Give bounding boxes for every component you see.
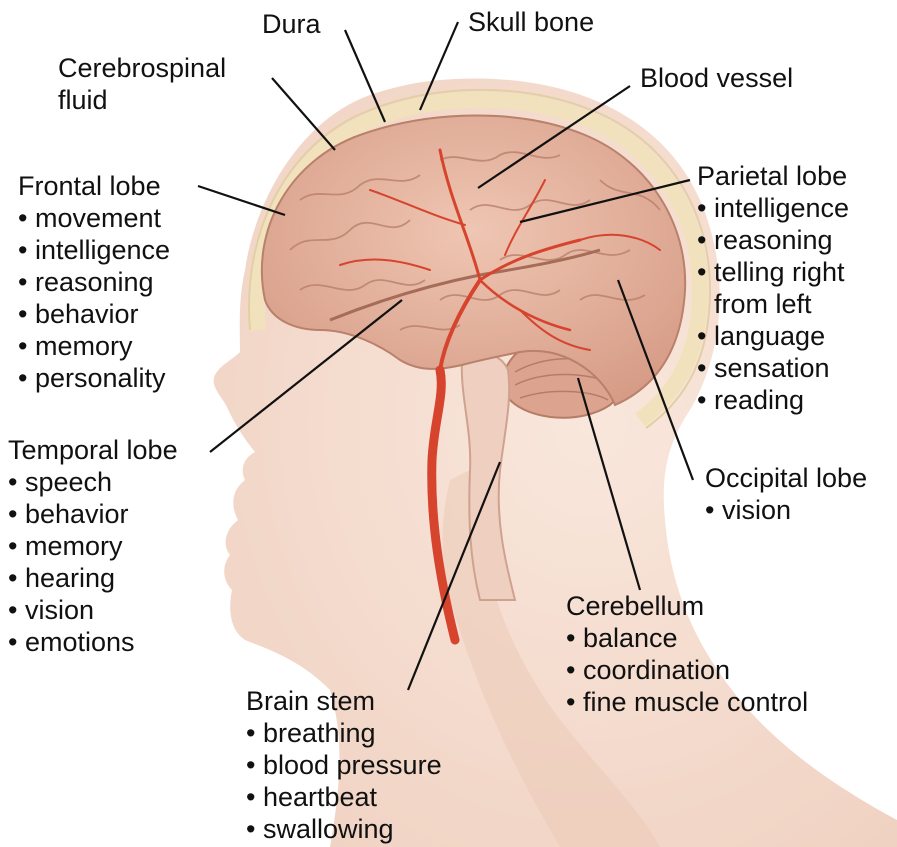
temporal-item: speech xyxy=(8,466,178,498)
parietal-item: reasoning xyxy=(697,224,849,256)
parietal-item-continued: from left xyxy=(697,288,849,320)
frontal-item: personality xyxy=(18,362,170,394)
brainstem-title: Brain stem xyxy=(246,685,442,717)
frontal-item: reasoning xyxy=(18,266,170,298)
label-cerebrospinal-fluid: Cerebrospinal fluid xyxy=(58,52,226,116)
parietal-list: intelligence reasoning telling right fro… xyxy=(697,192,849,416)
brainstem-item: blood pressure xyxy=(246,749,442,781)
frontal-item: movement xyxy=(18,202,170,234)
brainstem-item: breathing xyxy=(246,717,442,749)
parietal-item: sensation xyxy=(697,352,849,384)
cerebellum-item: fine muscle control xyxy=(566,686,808,718)
frontal-title: Frontal lobe xyxy=(18,170,170,202)
parietal-title: Parietal lobe xyxy=(697,160,849,192)
label-skull-bone: Skull bone xyxy=(468,6,594,38)
label-blood-vessel: Blood vessel xyxy=(640,62,793,94)
parietal-item: intelligence xyxy=(697,192,849,224)
label-parietal-lobe: Parietal lobe intelligence reasoning tel… xyxy=(697,160,849,416)
brainstem-list: breathing blood pressure heartbeat swall… xyxy=(246,717,442,845)
cerebellum-item: coordination xyxy=(566,654,808,686)
parietal-item: reading xyxy=(697,384,849,416)
label-brain-stem: Brain stem breathing blood pressure hear… xyxy=(246,685,442,845)
csf-line1: Cerebrospinal xyxy=(58,52,226,84)
dura-text: Dura xyxy=(262,8,321,40)
temporal-item: vision xyxy=(8,594,178,626)
temporal-title: Temporal lobe xyxy=(8,434,178,466)
brainstem-item: swallowing xyxy=(246,813,442,845)
frontal-item: memory xyxy=(18,330,170,362)
occipital-title: Occipital lobe xyxy=(705,462,867,494)
frontal-list: movement intelligence reasoning behavior… xyxy=(18,202,170,394)
temporal-item: emotions xyxy=(8,626,178,658)
cerebellum-item: balance xyxy=(566,622,808,654)
label-frontal-lobe: Frontal lobe movement intelligence reaso… xyxy=(18,170,170,394)
csf-line2: fluid xyxy=(58,84,226,116)
parietal-item: telling right xyxy=(697,256,849,288)
frontal-item: behavior xyxy=(18,298,170,330)
label-dura: Dura xyxy=(262,8,321,40)
occipital-item: vision xyxy=(705,494,867,526)
temporal-item: memory xyxy=(8,530,178,562)
temporal-item: behavior xyxy=(8,498,178,530)
blood-vessel-text: Blood vessel xyxy=(640,62,793,94)
label-temporal-lobe: Temporal lobe speech behavior memory hea… xyxy=(8,434,178,658)
skull-bone-text: Skull bone xyxy=(468,6,594,38)
cerebellum-title: Cerebellum xyxy=(566,590,808,622)
cerebellum-list: balance coordination fine muscle control xyxy=(566,622,808,718)
temporal-item: hearing xyxy=(8,562,178,594)
parietal-item: language xyxy=(697,320,849,352)
temporal-list: speech behavior memory hearing vision em… xyxy=(8,466,178,658)
occipital-list: vision xyxy=(705,494,867,526)
label-cerebellum: Cerebellum balance coordination fine mus… xyxy=(566,590,808,718)
frontal-item: intelligence xyxy=(18,234,170,266)
label-occipital-lobe: Occipital lobe vision xyxy=(705,462,867,526)
brainstem-item: heartbeat xyxy=(246,781,442,813)
